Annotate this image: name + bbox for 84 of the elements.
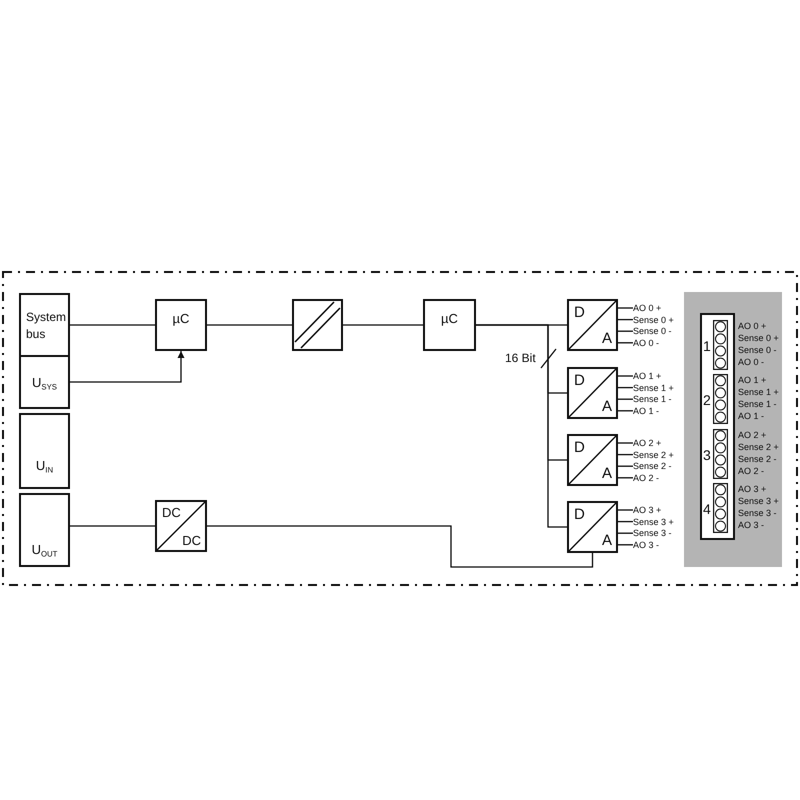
wire [618, 318, 633, 320]
terminal-label: Sense 2 + [738, 442, 779, 452]
terminal-label: Sense 1 + [738, 388, 779, 398]
converter-label: D [574, 440, 585, 455]
wire [618, 477, 633, 478]
bus-width-label: 16 Bit [505, 352, 536, 364]
signal-label: Sense 3 - [633, 527, 672, 540]
signal-label: Sense 3 + [633, 516, 674, 528]
wire [618, 330, 633, 332]
wire [618, 454, 633, 456]
wire [618, 386, 633, 388]
converter-label: A [602, 466, 612, 481]
block-label: U$_{OUT}$ [30, 543, 58, 556]
converter-label: DC [182, 534, 201, 547]
signal-label: AO 1 - [633, 404, 660, 417]
terminal-label: AO 1 - [738, 412, 764, 422]
terminal-label: Sense 3 + [738, 497, 779, 506]
wire [618, 520, 633, 522]
converter-label: A [602, 533, 612, 548]
wire [618, 410, 633, 412]
converter-label: DC [162, 506, 181, 519]
wire [207, 324, 292, 326]
wire [618, 442, 633, 444]
terminal-label: Sense 2 - [738, 454, 777, 464]
signal-label: Sense 1 + [633, 382, 674, 394]
wire [207, 525, 594, 568]
terminal-label: AO 0 - [738, 358, 764, 367]
signal-label: AO 0 - [633, 336, 660, 349]
converter-label: D [574, 507, 585, 522]
terminal-label: Sense 0 + [738, 334, 779, 343]
microcontroller-box [423, 299, 476, 351]
terminal-panel [684, 292, 782, 567]
node-label: µC [440, 312, 459, 325]
wire [618, 375, 633, 377]
terminal-label: Sense 0 - [738, 346, 777, 355]
terminal-label: AO 1 + [738, 376, 766, 386]
signal-label: AO 3 + [633, 504, 662, 516]
block-label: U$_{IN}$ [34, 459, 54, 472]
wire [618, 342, 633, 344]
signal-label: Sense 2 - [633, 460, 672, 472]
block-label: System bus [26, 309, 68, 344]
signal-label: Sense 1 - [633, 393, 672, 406]
terminal-label: Sense 1 - [738, 400, 777, 410]
terminal-strip [700, 313, 735, 540]
arrow [70, 351, 184, 383]
signal-label: AO 2 + [633, 437, 662, 449]
converter-label: D [574, 305, 585, 320]
terminal-label: Sense 3 - [738, 509, 777, 518]
terminal-label: AO 3 - [738, 521, 764, 530]
terminal-number: 2 [703, 393, 711, 408]
wire [70, 525, 155, 527]
microcontroller-box [155, 299, 207, 351]
signal-label: AO 3 - [633, 538, 660, 551]
signal-label: Sense 2 + [633, 448, 674, 461]
wire [343, 324, 423, 326]
block-label: U$_{SYS}$ [31, 376, 58, 389]
converter-label: A [602, 399, 612, 414]
interface-block [19, 293, 70, 357]
terminal-number: 1 [703, 339, 711, 353]
signal-label: AO 1 + [633, 370, 662, 382]
wire [618, 544, 633, 546]
interface-block [19, 493, 70, 567]
wire [618, 466, 633, 467]
interface-block [19, 355, 70, 409]
converter-label: A [602, 331, 612, 346]
wire [618, 509, 633, 511]
terminal-label: AO 2 - [738, 466, 764, 476]
terminal-label: AO 0 + [738, 322, 766, 331]
converter-label: D [574, 373, 585, 388]
wire [618, 532, 633, 534]
node-label: µC [172, 312, 190, 325]
terminal-number: 3 [703, 448, 711, 462]
terminal-number: 4 [703, 502, 711, 516]
wire [70, 324, 155, 326]
wire [618, 307, 633, 309]
terminal-label: AO 2 + [738, 430, 766, 440]
wire [618, 398, 633, 400]
signal-label: Sense 0 + [633, 314, 674, 326]
terminal-label: AO 3 + [738, 485, 766, 494]
signal-label: AO 0 + [633, 302, 662, 314]
wire [476, 324, 567, 528]
signal-label: Sense 0 - [633, 325, 672, 338]
interface-block [19, 413, 70, 489]
signal-label: AO 2 - [633, 472, 660, 484]
